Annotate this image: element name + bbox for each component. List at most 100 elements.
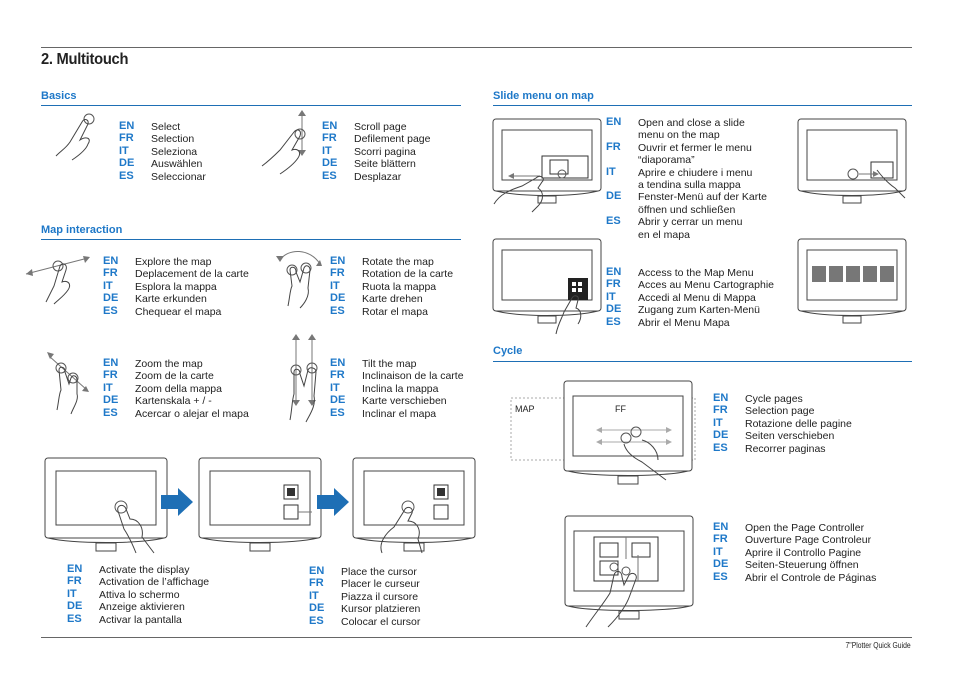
- pagectrl-text: Abrir el Controle de Páginas: [745, 571, 877, 584]
- mapmenu-text: Accedi al Menu di Mappa: [638, 291, 756, 304]
- tilt-text: Karte verschieben: [362, 395, 447, 408]
- lang-code: EN: [330, 357, 346, 369]
- lang-code: DE: [322, 157, 338, 170]
- cycle-label-ff: FF: [615, 404, 626, 414]
- lang-code: DE: [330, 292, 346, 305]
- zoom-text: Kartenskala + / -: [135, 395, 212, 408]
- scroll-text: Seite blättern: [354, 158, 416, 171]
- lang-code: DE: [606, 190, 622, 203]
- lang-code: FR: [330, 267, 345, 280]
- lang-code: FR: [103, 369, 118, 382]
- lang-code: IT: [322, 144, 332, 157]
- rotate-text: Rotation de la carte: [362, 268, 454, 281]
- lang-code: ES: [330, 406, 345, 419]
- activate-text: Activation de l’affichage: [99, 576, 210, 589]
- lang-code: EN: [713, 392, 729, 404]
- cursor-text: Piazza il cursore: [341, 590, 419, 603]
- arrow-right-icon: [161, 488, 193, 516]
- section-basics: Basics: [41, 90, 77, 102]
- section-map-interaction: Map interaction: [41, 224, 123, 236]
- lang-code: ES: [330, 304, 345, 317]
- section-rule: [493, 105, 912, 106]
- display-device-icon: [44, 457, 168, 554]
- zoom-text: Zoom the map: [135, 358, 203, 370]
- lang-code: DE: [103, 394, 119, 407]
- lang-code: FR: [309, 577, 324, 590]
- pagectrl-text: Ouverture Page Controleur: [745, 534, 872, 547]
- section-rule: [493, 361, 912, 362]
- top-rule: [41, 47, 912, 48]
- lang-code: IT: [713, 545, 723, 558]
- lang-code: FR: [713, 404, 728, 417]
- lang-code: EN: [103, 357, 119, 369]
- hand-tap-icon: [55, 113, 95, 161]
- section-cycle: Cycle: [493, 345, 523, 357]
- lang-code: FR: [67, 575, 82, 588]
- rotate-text: Karte drehen: [362, 293, 423, 306]
- lang-code: EN: [713, 521, 729, 533]
- lang-code: DE: [309, 602, 325, 615]
- activate-text: Activar la pantalla: [99, 613, 182, 626]
- rotate-text: Rotate the map: [362, 256, 434, 268]
- slide-text: Fenster-Menü auf der Karte öffnen und sc…: [638, 191, 767, 216]
- section-rule: [41, 105, 461, 106]
- scroll-text: Scorri pagina: [354, 145, 416, 158]
- lang-code: FR: [103, 267, 118, 280]
- lang-code: ES: [67, 612, 82, 625]
- lang-code: ES: [119, 169, 134, 182]
- lang-code: IT: [330, 279, 340, 292]
- display-device-icon: [797, 118, 907, 204]
- slide-text: Aprire e chiudere i menu a tendina sulla…: [638, 166, 753, 191]
- lang-code: FR: [606, 140, 621, 153]
- explore-text: Deplacement de la carte: [135, 268, 249, 281]
- lang-code: DE: [119, 157, 135, 170]
- lang-code: EN: [67, 563, 83, 575]
- explore-text: Esplora la mappa: [135, 280, 217, 293]
- lang-code: ES: [606, 315, 621, 328]
- slide-text: Abrir y cerrar un menu en el mapa: [638, 216, 743, 241]
- lang-code: IT: [103, 279, 113, 292]
- tilt-text: Inclinar el mapa: [362, 407, 437, 420]
- select-text: Seleziona: [151, 145, 198, 158]
- lang-code: EN: [322, 120, 338, 132]
- pagectrl-text: Open the Page Controller: [745, 522, 865, 534]
- display-device-icon: [492, 118, 602, 213]
- lang-code: IT: [119, 144, 129, 157]
- footer-label: 7"Plotter Quick Guide: [845, 641, 911, 650]
- tilt-text: Inclina la mappa: [362, 382, 439, 395]
- hand-drag-icon: [289, 334, 318, 423]
- rotate-text: Ruota la mappa: [362, 280, 437, 293]
- tilt-text: Inclinaison de la carte: [362, 370, 464, 383]
- display-device-icon: [510, 380, 696, 485]
- scroll-text: Desplazar: [354, 170, 402, 183]
- cycle-text: Recorrer paginas: [745, 442, 826, 455]
- slide-text: Ouvrir et fermer le menu “diaporama”: [638, 141, 752, 167]
- cursor-text: Kursor platzieren: [341, 603, 421, 616]
- mapmenu-text: Acces au Menu Cartographie: [638, 279, 774, 292]
- mapmenu-text: Zugang zum Karten-Menü: [638, 304, 760, 317]
- activate-text: Activate the display: [99, 564, 190, 576]
- lang-code: IT: [309, 589, 319, 602]
- lang-code: IT: [606, 290, 616, 303]
- lang-code: ES: [103, 406, 118, 419]
- lang-code: IT: [67, 587, 77, 600]
- zoom-text: Zoom de la carte: [135, 370, 214, 383]
- lang-code: IT: [103, 381, 113, 394]
- arrow-right-icon: [317, 488, 349, 516]
- hand-drag-icon: [47, 352, 89, 415]
- mapmenu-text: Abrir el Menu Mapa: [638, 316, 730, 329]
- lang-code: DE: [67, 600, 83, 613]
- activate-text: Anzeige aktivieren: [99, 601, 185, 614]
- cursor-text: Colocar el cursor: [341, 615, 421, 628]
- select-text: Seleccionar: [151, 170, 206, 183]
- lang-code: ES: [606, 215, 621, 228]
- select-text: Select: [151, 121, 181, 133]
- scroll-text: Defilement page: [354, 133, 431, 146]
- explore-text: Explore the map: [135, 256, 212, 268]
- lang-code: ES: [322, 169, 337, 182]
- lang-code: IT: [606, 165, 616, 178]
- display-device-icon: [564, 515, 694, 628]
- rotate-text: Rotar el mapa: [362, 305, 428, 318]
- lang-code: FR: [713, 533, 728, 546]
- display-device-icon: [198, 457, 322, 552]
